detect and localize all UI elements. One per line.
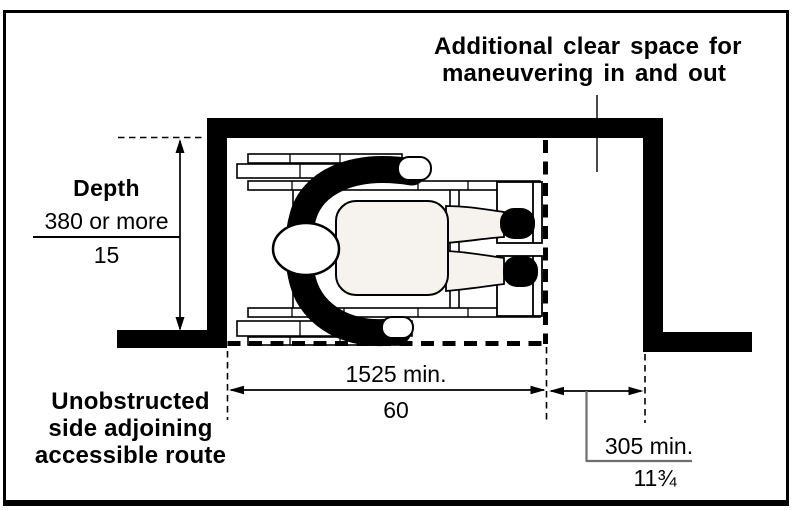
legs (445, 205, 505, 292)
offset-metric-value: 305 min. (604, 433, 694, 459)
wall-left (207, 118, 227, 348)
figure-border (3, 10, 789, 506)
torso (335, 200, 449, 296)
wall-bottom-left (117, 330, 227, 348)
hands (381, 156, 432, 339)
alcove-walls (117, 118, 752, 352)
width-dimension (229, 385, 546, 395)
wheelchair-user-icon (236, 153, 543, 347)
extension-lines (118, 136, 646, 423)
clear-space-note-line1: Additional clear space for (434, 33, 742, 60)
shoes (500, 208, 538, 287)
depth-dimension-label: Depth 380 or more 15 (33, 176, 180, 267)
width-metric-value: 1525 min. (345, 361, 447, 387)
wall-right (643, 118, 663, 352)
clear-space-note-line2: maneuvering in and out (441, 60, 727, 87)
unobstructed-note-line1: Unobstructed (51, 388, 210, 415)
unobstructed-note-line2: side adjoining (48, 415, 213, 442)
depth-dimension (175, 139, 185, 331)
clear-space-note: Additional clear space for maneuvering i… (434, 33, 742, 87)
depth-imperial-value: 15 (93, 242, 120, 268)
head (271, 221, 341, 277)
width-imperial-value: 60 (383, 397, 409, 423)
footrest-frames (496, 181, 543, 317)
wall-bottom-right (643, 332, 752, 352)
offset-dimension (549, 386, 644, 396)
unobstructed-note-line3: accessible route (34, 442, 227, 469)
unobstructed-note: Unobstructed side adjoining accessible r… (24, 388, 237, 469)
offset-leader (585, 391, 692, 463)
wall-top (207, 118, 663, 138)
offset-imperial-value: 11¾ (633, 465, 677, 491)
depth-metric-value: 380 or more (33, 209, 180, 238)
depth-title: Depth (73, 175, 140, 201)
